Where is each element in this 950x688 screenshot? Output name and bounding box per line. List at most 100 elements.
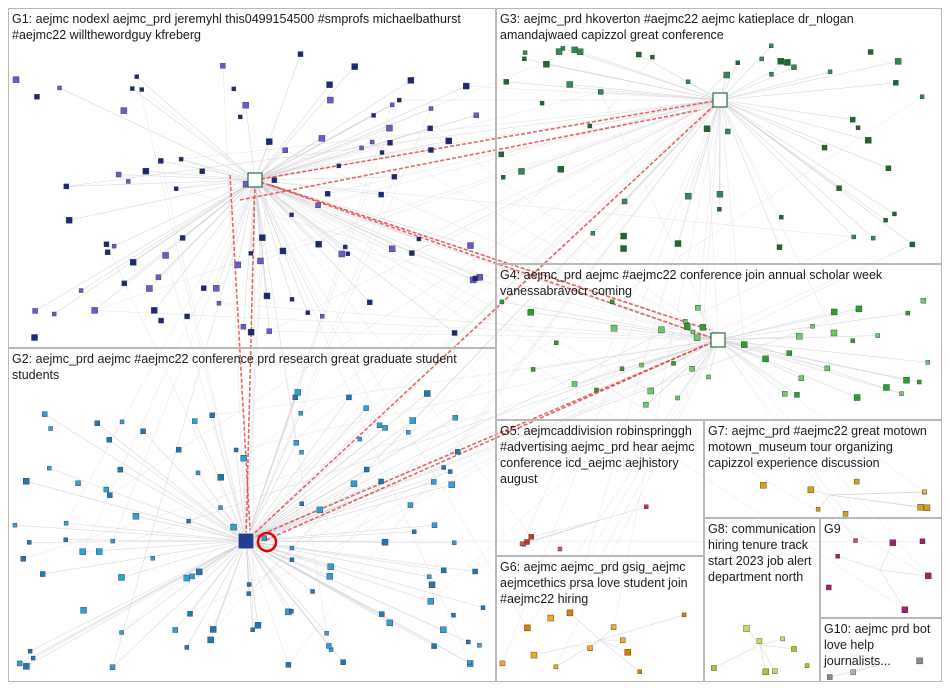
node-g1: [65, 217, 73, 224]
node-g2: [428, 581, 436, 588]
node-g4: [850, 338, 855, 343]
edge: [719, 71, 831, 101]
node-g3: [587, 123, 593, 129]
edge: [879, 542, 894, 571]
edge: [29, 540, 247, 543]
edge: [154, 179, 256, 311]
edge: [65, 539, 247, 542]
node-g7: [922, 489, 927, 494]
node-g2: [80, 607, 87, 614]
node-g1: [51, 311, 57, 317]
node-g2: [189, 573, 195, 580]
edge: [596, 339, 719, 391]
edge: [245, 176, 395, 542]
edge: [829, 491, 925, 496]
edge: [719, 99, 869, 141]
node-g1: [428, 106, 434, 111]
node-g1: [428, 147, 434, 153]
node-g4: [690, 329, 696, 335]
hub-edge: [229, 174, 251, 531]
edge: [291, 99, 721, 560]
node-g2: [109, 664, 116, 670]
node-g5: [528, 534, 534, 540]
node-g1: [111, 243, 117, 249]
node-g3: [883, 217, 888, 223]
edge: [254, 179, 474, 281]
hub-ring: [256, 531, 278, 553]
node-g3: [674, 240, 682, 247]
edge: [600, 91, 721, 101]
node-g4: [499, 299, 505, 305]
node-g4: [675, 395, 680, 401]
node-g4: [695, 305, 701, 311]
node-g2: [40, 571, 46, 577]
edge: [254, 179, 370, 303]
edge: [412, 99, 721, 421]
node-g4: [917, 379, 922, 385]
node-g3: [836, 185, 842, 191]
node-g1: [162, 252, 169, 259]
node-layer: [12, 43, 932, 680]
node-g3: [576, 48, 584, 55]
node-g1: [200, 285, 207, 291]
edge: [254, 179, 309, 313]
node-g2: [132, 513, 140, 520]
node-g2: [110, 538, 115, 544]
edge: [245, 540, 331, 567]
edge: [717, 339, 902, 394]
node-g2: [250, 627, 255, 632]
node-g3: [555, 48, 563, 55]
node-g1: [173, 186, 179, 191]
hub-edge: [254, 179, 719, 341]
node-g4: [810, 324, 815, 329]
edge: [879, 569, 929, 577]
node-g3: [621, 198, 628, 205]
edge: [717, 339, 785, 395]
node-g5: [519, 541, 525, 546]
edge: [254, 140, 449, 181]
group-label-g10: G10: aejmc prd bot love help journalists…: [824, 622, 934, 668]
node-g1: [63, 183, 70, 190]
edge: [719, 99, 886, 221]
node-g2: [455, 449, 461, 455]
edge: [719, 99, 745, 345]
node-g2: [357, 436, 363, 442]
node-g1: [142, 167, 150, 175]
edge: [254, 179, 293, 300]
group-box-g7: G7: aejmc_prd #aejmc22 great motown moto…: [704, 420, 942, 518]
node-g2: [298, 411, 303, 416]
node-g3: [723, 71, 730, 79]
node-g1: [12, 76, 20, 83]
edge: [254, 179, 455, 334]
node-g1: [139, 87, 144, 92]
node-g1: [451, 330, 458, 336]
edge: [677, 339, 719, 399]
edge: [245, 141, 270, 542]
edge: [33, 540, 247, 659]
node-g1: [271, 177, 278, 183]
node-g6: [524, 624, 531, 632]
node-g3: [885, 165, 892, 172]
node-g3: [893, 80, 899, 86]
edge: [176, 188, 719, 341]
node-g2: [451, 612, 456, 618]
edge: [853, 664, 881, 673]
node-g3: [776, 244, 783, 250]
node-g1: [121, 280, 128, 287]
node-g4: [899, 391, 904, 396]
node-g7: [917, 504, 924, 511]
node-g4: [658, 326, 665, 334]
node-g1: [134, 74, 139, 79]
node-g2: [346, 394, 352, 401]
node-g1: [305, 310, 311, 315]
edge: [717, 339, 858, 398]
node-g1: [319, 314, 325, 319]
edge: [245, 483, 355, 542]
node-g4: [920, 297, 927, 304]
node-g2: [209, 626, 217, 633]
node-g3: [821, 144, 828, 151]
node-g2: [294, 389, 301, 396]
node-g2: [233, 447, 239, 453]
